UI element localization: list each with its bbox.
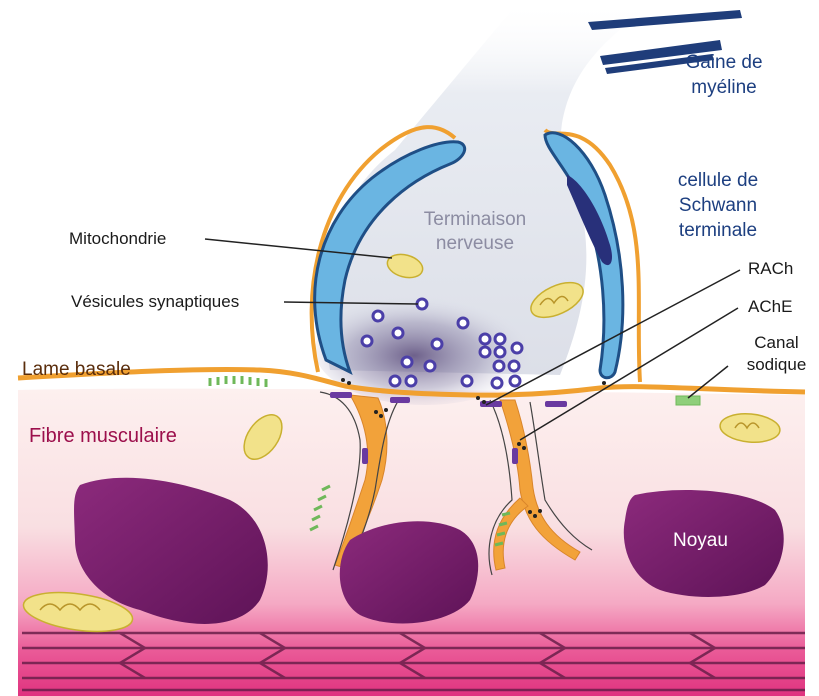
mitochondria-label: Mitochondrie [69,228,166,250]
myelin-sheath-label: Gaine de myéline [664,50,784,100]
muscle-fiber-label: Fibre musculaire [29,424,177,449]
synaptic-vesicles-label: Vésicules synaptiques [71,291,239,313]
muscle-nucleus-center [340,521,478,623]
nerve-terminal-label: Terminaison nerveuse [405,208,545,256]
rach-label: RACh [748,258,793,280]
nucleus-label: Noyau [673,528,728,553]
sodium-channel-label: Canal sodique [734,332,819,376]
ache-label: AChE [748,296,792,318]
schwann-cell-label: cellule de Schwann terminale [648,168,788,243]
basal-lamina-label: Lame basale [22,357,131,382]
